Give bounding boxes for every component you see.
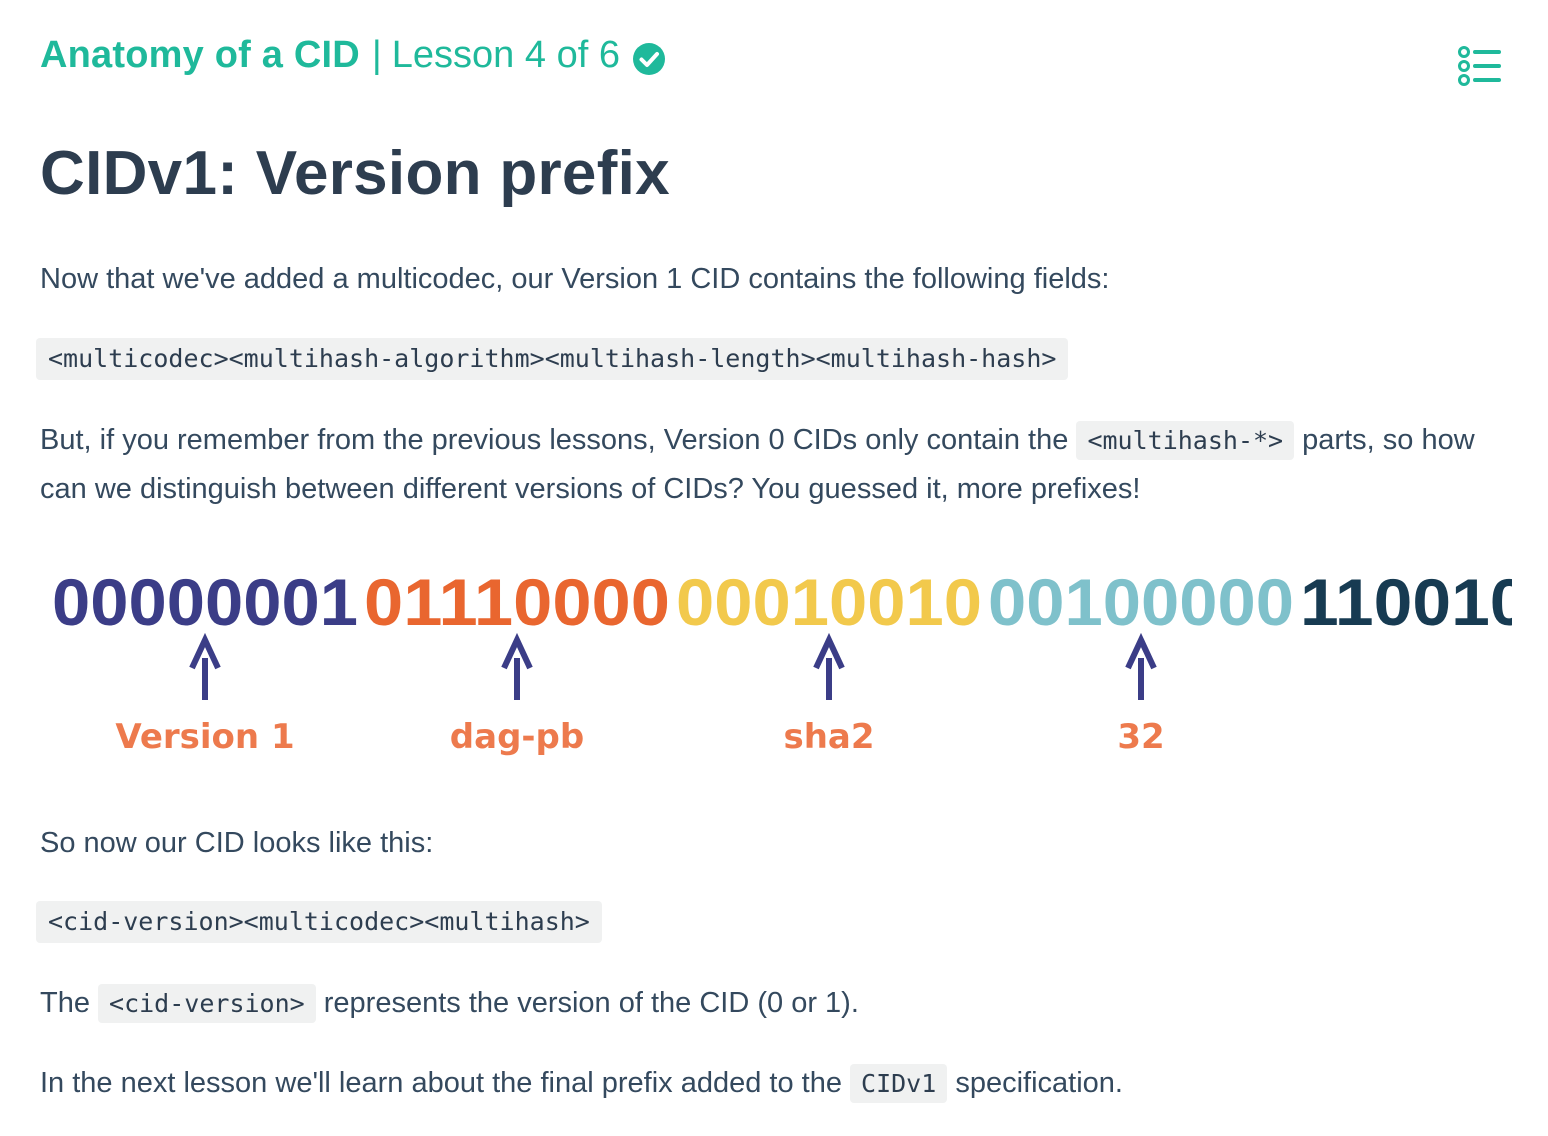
course-title[interactable]: Anatomy of a CID: [40, 34, 360, 76]
bit-segment-5: 11001010: [1300, 565, 1548, 639]
check-circle-icon: [632, 42, 665, 75]
cid-structure-code: <cid-version><multicodec><multihash>: [36, 901, 602, 943]
bit-label-3: sha2: [783, 717, 874, 757]
arrow-head-3: [813, 632, 845, 670]
cidv1-inline-code: CIDv1: [850, 1064, 948, 1103]
lesson-header: Anatomy of a CID | Lesson 4 of 6: [40, 34, 666, 77]
bit-segment-2: 01110000: [364, 565, 670, 639]
next-lesson-paragraph: In the next lesson we'll learn about the…: [40, 1059, 1510, 1108]
cid-looks-paragraph: So now our CID looks like this:: [40, 827, 434, 859]
versions-text-after: parts, so how can we distinguish between…: [40, 424, 1475, 505]
arrow-head-2: [501, 632, 533, 670]
list-menu-icon[interactable]: [1457, 45, 1503, 87]
bit-segment-1: 00000001: [52, 565, 358, 639]
bit-segment-3: 00010010: [676, 565, 982, 639]
fields-code: <multicodec><multihash-algorithm><multih…: [36, 338, 1069, 380]
next-lesson-text-before: In the next lesson we'll learn about the…: [40, 1067, 851, 1099]
arrow-head-4: [1125, 632, 1157, 670]
cid-version-inline-code: <cid-version>: [98, 984, 316, 1023]
versions-text-before: But, if you remember from the previous l…: [40, 424, 1077, 456]
lesson-progress: Lesson 4 of 6: [391, 34, 620, 76]
cid-version-text-before: The: [40, 987, 99, 1019]
bit-segment-4: 00100000: [988, 565, 1294, 639]
versions-paragraph: But, if you remember from the previous l…: [40, 416, 1510, 513]
bit-label-2: dag-pb: [450, 717, 584, 757]
multihash-inline-code: <multihash-*>: [1076, 421, 1295, 460]
arrow-head-1: [189, 632, 221, 670]
cid-binary-diagram: 0000000101110000000100100010000011001010…: [52, 565, 1548, 757]
bit-label-4: 32: [1117, 717, 1164, 757]
bit-label-1: Version 1: [115, 717, 294, 757]
cid-version-text-after: represents the version of the CID (0 or …: [315, 987, 859, 1019]
intro-paragraph: Now that we've added a multicodec, our V…: [40, 263, 1110, 295]
cid-version-paragraph: The <cid-version> represents the version…: [40, 979, 1510, 1028]
cid-structure-code-block: <cid-version><multicodec><multihash>: [36, 901, 602, 943]
fields-code-block: <multicodec><multihash-algorithm><multih…: [36, 338, 1069, 380]
header-separator: |: [371, 34, 382, 76]
next-lesson-text-after: specification.: [947, 1067, 1123, 1099]
page-title: CIDv1: Version prefix: [40, 139, 670, 208]
